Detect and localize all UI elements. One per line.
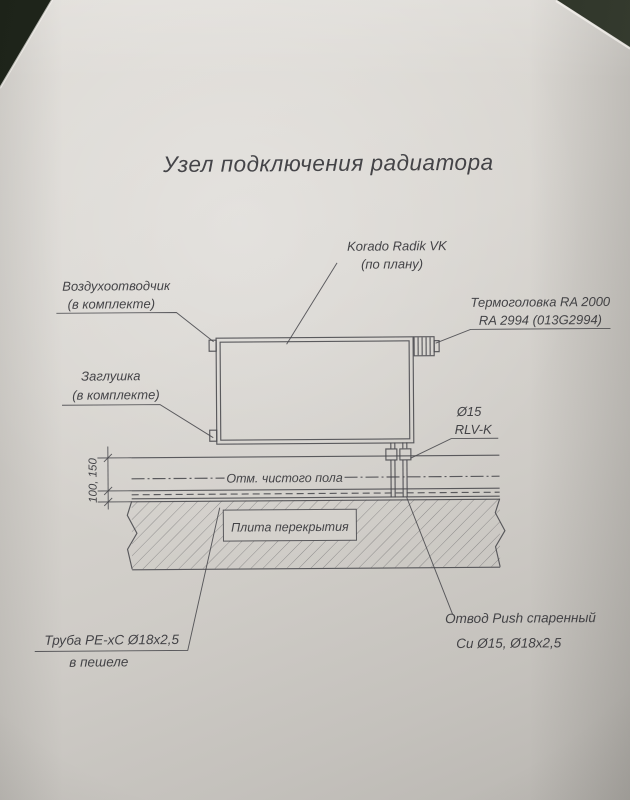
label-plug-line2: (в комплекте) [72,387,160,403]
radiator [208,336,415,445]
leader-pipe [34,507,221,652]
break-line-left [126,501,138,570]
valve-body-left [385,448,398,461]
label-pipe-line2: в пешеле [69,654,128,669]
leader-air-vent [56,311,214,343]
dimension-tick [103,497,113,507]
label-floor-level: Отм. чистого пола [226,471,343,486]
label-elbow-line1: Отвод Push спаренный [445,610,596,626]
label-valve-line2: RLV-K [455,422,494,437]
leader-lines [34,262,611,652]
label-plug-line1: Заглушка [81,368,140,383]
thermo-head-symbol [413,336,440,357]
radiator-outer-outline [215,336,415,445]
label-pipe-line1: Труба PE-хС Ø18х2,5 [44,632,179,648]
leader-radiator [286,262,338,345]
label-thermo-head-line2: RA 2994 (013G2994) [479,312,602,328]
dimension-tick [103,453,113,463]
label-elbow-line2: Cu Ø15, Ø18х2,5 [456,635,562,651]
air-vent-fitting [208,339,217,352]
label-slab: Плита перекрытия [231,520,349,535]
label-radiator-line2: (по плану) [361,256,423,271]
drawing-title: Узел подключения радиатора [162,150,494,177]
dimension-chain [97,446,132,510]
finished-floor-line [131,454,500,459]
floor-layer-line [131,495,500,500]
thermo-head-body [413,336,435,357]
label-air-vent-line1: Воздухоотводчик [62,278,171,294]
floor-level-axis-left [131,477,225,480]
leader-valve [410,437,499,459]
valve-body-right [399,448,412,461]
leader-thermo-head [435,327,611,344]
label-dimension: 100, 150 [87,458,99,503]
label-thermo-head-line1: Термоголовка RA 2000 [470,294,610,310]
label-air-vent-line2: (в комплекте) [68,296,156,312]
leader-elbow [406,497,453,615]
dimension-tick [103,486,113,496]
floor-layer-dashed-line [131,491,500,496]
label-radiator-line1: Korado Radik VK [347,238,448,254]
connection-pipes [385,442,412,498]
floor-assembly [126,454,506,571]
floor-layer-line [131,487,500,492]
slab-label-box [222,508,357,542]
thermo-head-cap [433,340,440,353]
slab-bottom-line [132,566,501,571]
radiator-inner-outline [219,340,411,441]
break-line-right [494,498,506,567]
label-valve-line1: Ø15 [456,404,482,419]
floor-level-axis-right [344,475,500,478]
leader-plug [62,404,214,439]
